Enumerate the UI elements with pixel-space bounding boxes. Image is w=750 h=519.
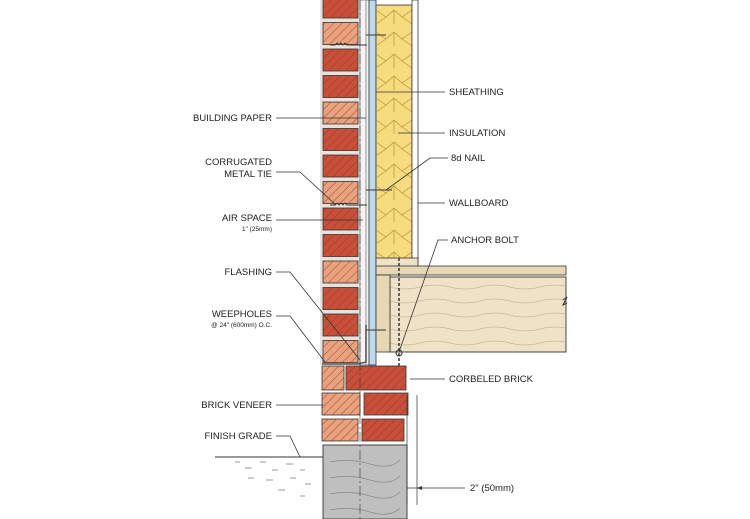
label-finish-grade: FINISH GRADE: [204, 431, 272, 442]
anchor-bolt-nut: [395, 349, 403, 357]
label-air-space: AIR SPACE: [222, 213, 272, 224]
brick-hatch: [323, 261, 358, 283]
label-insulation: INSULATION: [449, 128, 505, 139]
corbel-brick-hatch: [346, 366, 406, 390]
label-nail: 8d NAIL: [451, 153, 485, 164]
soil-hatch: [235, 461, 311, 497]
label-anchor-bolt: ANCHOR BOLT: [451, 235, 519, 246]
leader-nail: [385, 157, 448, 191]
insulation-batt: [375, 4, 413, 268]
insulation-pattern: [375, 9, 413, 267]
insulation-fiber: [375, 119, 413, 135]
corbel-brick-hatch: [322, 393, 360, 415]
insulation-fiber: [375, 97, 413, 113]
insulation-fiber: [375, 229, 413, 245]
insulation-fiber: [375, 75, 413, 91]
brick-hatch: [323, 75, 358, 98]
insulation-fiber: [375, 141, 413, 157]
brick-hatch: [323, 208, 358, 230]
wallboard-layer: [411, 0, 419, 269]
brick-hatch: [323, 314, 358, 336]
foundation-texture: [329, 459, 401, 515]
leader-anchor-bolt: [398, 239, 448, 353]
brick-hatch: [323, 155, 358, 177]
label-brick-veneer: BRICK VENEER: [201, 400, 272, 411]
label-flashing: FLASHING: [224, 267, 272, 278]
insulation-fiber: [375, 185, 413, 201]
corbel-brick-hatch: [362, 419, 404, 441]
air-space: [359, 0, 370, 366]
brick-veneer: [322, 0, 359, 363]
leader-weepholes: [276, 315, 326, 363]
corbel-brick-hatch: [364, 393, 408, 415]
label-weepholes: WEEPHOLES: [212, 309, 272, 320]
label-weepholes-sub: @ 24" (600mm) O.C.: [211, 322, 272, 329]
label-corbeled-brick: CORBELED BRICK: [449, 374, 534, 385]
foundation-wall: [322, 444, 408, 519]
brick-hatch: [323, 0, 358, 18]
insulation-fiber: [375, 53, 413, 69]
brick-hatch: [323, 287, 358, 310]
brick-hatch: [323, 22, 358, 45]
leader-corrugated-tie: [276, 171, 337, 206]
insulation-fiber: [375, 9, 413, 25]
brick-hatch: [323, 102, 358, 124]
insulation-fiber: [375, 163, 413, 179]
flashing-line: [322, 325, 367, 365]
arrow-icon: [417, 486, 422, 490]
label-sheathing: SHEATHING: [449, 87, 504, 98]
brick-hatch: [323, 181, 358, 204]
insulation-fiber: [375, 207, 413, 223]
break-mark: [561, 296, 568, 307]
brick-hatch: [323, 49, 358, 71]
leader-flashing: [276, 271, 361, 361]
corbeled-brick: [321, 365, 409, 442]
joist-grain: [390, 277, 566, 352]
corbel-brick-hatch: [322, 419, 358, 441]
sheathing-layer: [368, 0, 377, 366]
label-corrugated-line1: CORRUGATED: [205, 157, 272, 168]
corbel-brick-hatch: [322, 366, 344, 390]
brick-hatch: [323, 234, 358, 257]
insulation-fiber: [375, 31, 413, 47]
label-corrugated-line2: METAL TIE: [224, 169, 272, 180]
subfloor: [375, 265, 567, 276]
label-dimension: 2" (50mm): [470, 483, 514, 494]
label-wallboard: WALLBOARD: [449, 198, 508, 209]
label-air-space-sub: 1" (25mm): [242, 226, 272, 233]
metal-tie-icon: [330, 42, 367, 46]
leader-finish-grade: [276, 435, 301, 458]
label-building-paper: BUILDING PAPER: [193, 113, 272, 124]
brick-hatch: [323, 128, 358, 151]
rim-board: [375, 274, 391, 353]
